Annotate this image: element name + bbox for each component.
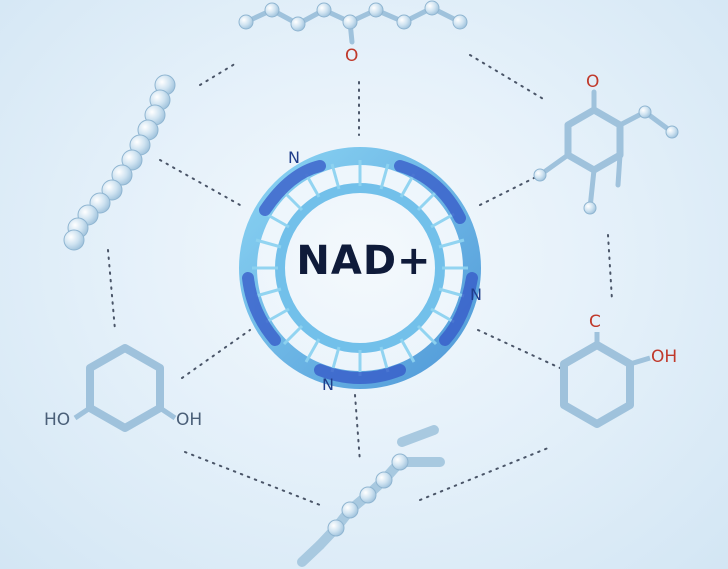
connector-upper-right	[479, 174, 541, 206]
connector-lines	[107, 54, 613, 506]
molecule-top-ketone	[238, 0, 468, 45]
ring-nitrogen-bottom: N	[322, 375, 334, 394]
ketone-oxygen-label: O	[345, 46, 359, 66]
resorcinol-hydroxyl-left-label: HO	[44, 410, 71, 430]
aromatic-oxygen-label: O	[586, 72, 600, 92]
ring-backbone-inner	[275, 183, 445, 353]
molecule-top-right-aromatic	[533, 89, 679, 215]
ring-nitrogen-top-left: N	[288, 148, 300, 167]
phenol-hydroxyl-label: OH	[651, 347, 678, 367]
helix-ring	[239, 147, 481, 389]
connector-upper-left	[159, 159, 241, 206]
ring-nitrogen-right: N	[470, 285, 482, 304]
nad-title: NAD+	[296, 238, 432, 284]
ring-base-pairs	[252, 160, 468, 376]
resorcinol-hydroxyl-right-label: OH	[176, 410, 203, 430]
connector-bottom-right	[419, 447, 549, 501]
connector-top-left	[199, 61, 239, 86]
connector-bottom	[354, 394, 361, 463]
connector-right-vertical	[607, 234, 613, 301]
molecule-bottom-chain	[297, 425, 445, 567]
molecule-left-resorcinol	[73, 344, 177, 432]
connector-top-right	[469, 54, 546, 101]
molecule-right-phenol	[560, 332, 651, 428]
connector-lower-right	[477, 329, 561, 369]
connector-bottom-left	[184, 451, 321, 506]
phenol-carbonyl-label: C	[589, 312, 601, 332]
connector-left-vertical	[107, 249, 116, 331]
connector-lower-left	[181, 329, 251, 379]
ring-twist-segments	[242, 160, 478, 384]
molecule-bead-chain	[63, 74, 176, 251]
